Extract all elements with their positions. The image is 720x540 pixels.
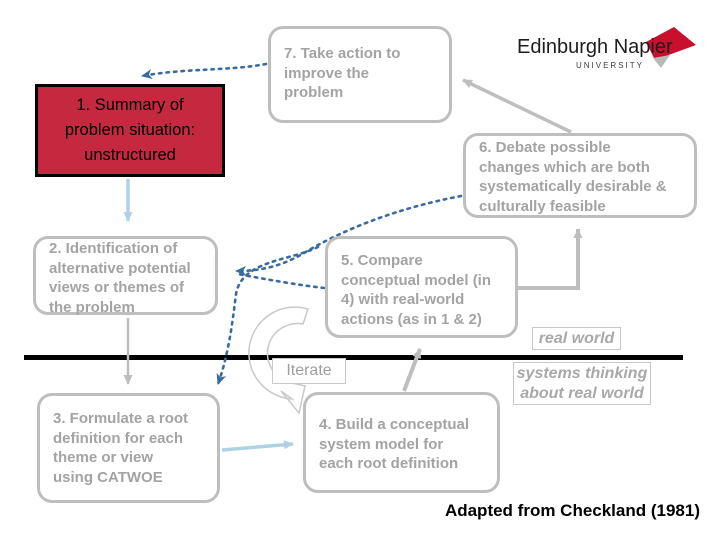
stage-2-label: 2. Identification of alternative potenti…	[49, 240, 191, 316]
arrow-stage6-to-stage7	[462, 78, 572, 134]
stage-7-box: 7. Take action to improve the problem	[268, 26, 452, 123]
iterate-tag: Iterate	[272, 358, 346, 384]
logo-subtitle-text: UNIVERSITY	[575, 61, 644, 70]
edinburgh-napier-logo: Edinburgh Napier UNIVERSITY	[505, 25, 705, 85]
stage-3-label: 3. Formulate a root definition for each …	[53, 410, 189, 486]
real-world-divider-line	[24, 355, 683, 360]
stage-1-label: 1. Summary of problem situation: unstruc…	[64, 96, 196, 164]
stage-6-box: 6. Debate possible changes which are bot…	[463, 133, 697, 218]
arrow-stage3-to-stage4	[221, 440, 294, 452]
stage-6-label: 6. Debate possible changes which are bot…	[479, 139, 667, 215]
systems-thinking-label: systems thinking about real world	[516, 364, 648, 402]
arrow-stage5-to-stage6	[518, 228, 583, 290]
logo-name-text: Edinburgh Napier	[517, 36, 673, 58]
stage-2-box: 2. Identification of alternative potenti…	[33, 236, 218, 316]
credit-text: Adapted from Checkland (1981)	[444, 501, 700, 520]
dotted-arrow-stage7-to-stage1	[140, 62, 268, 80]
stage-7-label: 7. Take action to improve the problem	[284, 45, 401, 101]
dotted-arrow-stage5-to-stage2	[236, 272, 326, 290]
stage-5-box: 5. Compare conceptual model (in 4) with …	[325, 236, 518, 338]
systems-thinking-tag: systems thinking about real world	[513, 362, 651, 405]
real-world-label: real world	[538, 329, 615, 347]
stage-4-box: 4. Build a conceptual system model for e…	[303, 392, 500, 493]
iterate-label: Iterate	[286, 362, 332, 379]
stage-4-label: 4. Build a conceptual system model for e…	[319, 416, 470, 472]
logo-flag-icon	[646, 27, 696, 68]
stage-1-box: 1. Summary of problem situation: unstruc…	[35, 84, 225, 177]
real-world-tag: real world	[532, 327, 621, 350]
stage-3-box: 3. Formulate a root definition for each …	[37, 393, 220, 503]
stage-5-label: 5. Compare conceptual model (in 4) with …	[341, 252, 492, 328]
